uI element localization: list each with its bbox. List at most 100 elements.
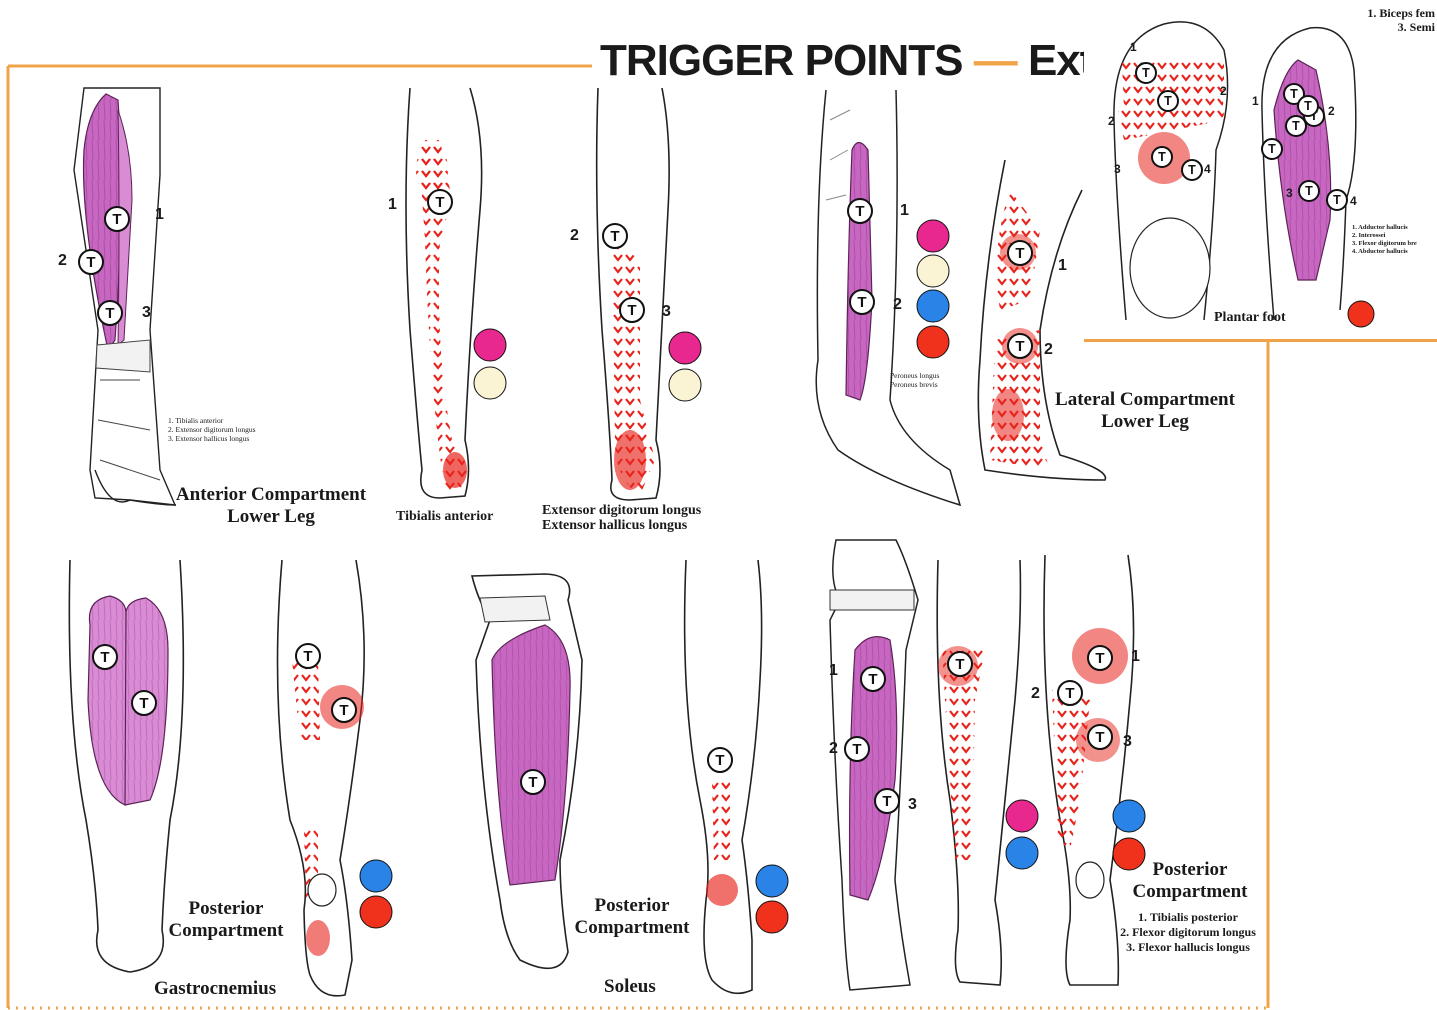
soleus-label: Soleus [604, 976, 656, 998]
svg-text:T: T [1015, 245, 1024, 262]
dot-red [756, 901, 788, 933]
trigger-point-marker: T [1058, 681, 1082, 705]
gastrocnemius-heading: Posterior Compartment [158, 898, 294, 942]
trigger-point-marker: T [848, 199, 872, 223]
tibialis-anterior-leg [406, 88, 482, 498]
dot-blue [360, 860, 392, 892]
svg-text:T: T [868, 671, 877, 688]
trigger-point-marker: T [875, 789, 899, 813]
inset-border [1084, 339, 1437, 342]
trigger-point-marker: T [1152, 147, 1172, 167]
svg-text:T: T [955, 656, 964, 673]
svg-text:T: T [139, 695, 148, 712]
svg-text:T: T [1292, 119, 1300, 133]
svg-text:T: T [1290, 87, 1298, 101]
anterior-number-2: 2 [58, 252, 67, 270]
dot-magenta [669, 332, 701, 364]
dot-blue [1113, 800, 1145, 832]
extensor-number-3: 3 [662, 303, 671, 321]
trigger-point-marker: T [93, 645, 117, 669]
trigger-point-marker: T [620, 298, 644, 322]
trigger-point-marker: T [948, 652, 972, 676]
anterior-heading: Anterior Compartment Lower Leg [162, 484, 380, 528]
lateral-number-1: 1 [900, 202, 909, 220]
trigger-point-marker: T [132, 691, 156, 715]
svg-text:T: T [1095, 650, 1104, 667]
posterior-pain-number-3: 3 [1123, 733, 1132, 751]
tibialis-number-1: 1 [388, 196, 397, 214]
posterior-pain-leg-a [937, 560, 1020, 985]
trigger-point-marker: T [428, 190, 452, 214]
trigger-point-marker: T [105, 207, 129, 231]
posterior-number-2: 2 [829, 740, 838, 758]
trigger-point-marker: T [1298, 96, 1318, 116]
gastrocnemius-label: Gastrocnemius [154, 978, 276, 1000]
trigger-point-marker: T [1158, 91, 1178, 111]
lateral-pain-number-2: 2 [1044, 341, 1053, 359]
trigger-point-marker: T [861, 667, 885, 691]
svg-text:T: T [339, 702, 348, 719]
trigger-point-marker: T [1182, 160, 1202, 180]
dot-magenta [1006, 800, 1038, 832]
posterior-number-1: 1 [829, 662, 838, 680]
inset-corner-text: 1. Biceps fem 3. Semi [1367, 6, 1435, 34]
trigger-point-marker: T [79, 250, 103, 274]
svg-text:T: T [303, 648, 312, 665]
plantar-left-number-1: 1 [1130, 40, 1137, 54]
dot-red [360, 896, 392, 928]
svg-text:T: T [1305, 184, 1313, 198]
trigger-point-marker: T [850, 290, 874, 314]
svg-text:T: T [857, 294, 866, 311]
extensor-label: Extensor digitorum longus Extensor halli… [542, 503, 701, 533]
plantar-foot-label: Plantar foot [1214, 310, 1286, 325]
svg-text:T: T [105, 305, 114, 322]
svg-text:T: T [1188, 163, 1196, 177]
plantar-legend: 1. Adductor hallucis 2. Interossei 3. Fl… [1352, 224, 1417, 256]
plantar-left-number-2a: 2 [1220, 84, 1227, 98]
svg-text:T: T [715, 752, 724, 769]
posterior-muscle-leg [830, 540, 918, 990]
lateral-heading: Lateral Compartment Lower Leg [1040, 389, 1250, 433]
svg-text:T: T [1333, 193, 1341, 207]
trigger-point-marker: T [332, 698, 356, 722]
svg-text:T: T [528, 774, 537, 791]
anterior-muscle-leg [74, 88, 176, 505]
trigger-point-marker: T [1088, 725, 1112, 749]
plantar-right-number-4: 4 [1350, 194, 1357, 208]
dot-cream [669, 369, 701, 401]
plantar-right-number-1: 1 [1252, 94, 1259, 108]
trigger-point-marker: T [845, 737, 869, 761]
lateral-legend: Peroneus longus Peroneus brevis [890, 371, 939, 389]
svg-text:T: T [1304, 99, 1312, 113]
plantar-dot-red [1348, 301, 1374, 327]
dot-red [917, 326, 949, 358]
extensor-number-2: 2 [570, 227, 579, 245]
trigger-point-marker: T [1327, 190, 1347, 210]
plantar-right-number-3: 3 [1286, 186, 1293, 200]
trigger-point-marker: T [1008, 241, 1032, 265]
trigger-point-marker: T [1299, 181, 1319, 201]
svg-text:T: T [1158, 150, 1166, 164]
posterior-number-3: 3 [908, 796, 917, 814]
dot-blue [756, 865, 788, 897]
lateral-pain-number-1: 1 [1058, 257, 1067, 275]
plantar-left-number-4: 4 [1204, 162, 1211, 176]
svg-text:T: T [100, 649, 109, 666]
svg-text:T: T [882, 793, 891, 810]
svg-text:T: T [1142, 66, 1150, 80]
posterior-heading: Posterior Compartment [1120, 859, 1260, 903]
dot-magenta [917, 220, 949, 252]
svg-text:T: T [852, 741, 861, 758]
trigger-point-marker: T [708, 748, 732, 772]
trigger-point-marker: T [1286, 116, 1306, 136]
svg-text:T: T [1268, 142, 1276, 156]
svg-text:T: T [435, 194, 444, 211]
trigger-point-marker: T [98, 301, 122, 325]
svg-text:T: T [1164, 94, 1172, 108]
extensor-digitorum-leg [597, 88, 669, 500]
trigger-point-marker: T [296, 644, 320, 668]
trigger-point-marker: T [1088, 646, 1112, 670]
dot-blue [1006, 837, 1038, 869]
svg-text:T: T [1065, 685, 1074, 702]
dot-cream [917, 255, 949, 287]
